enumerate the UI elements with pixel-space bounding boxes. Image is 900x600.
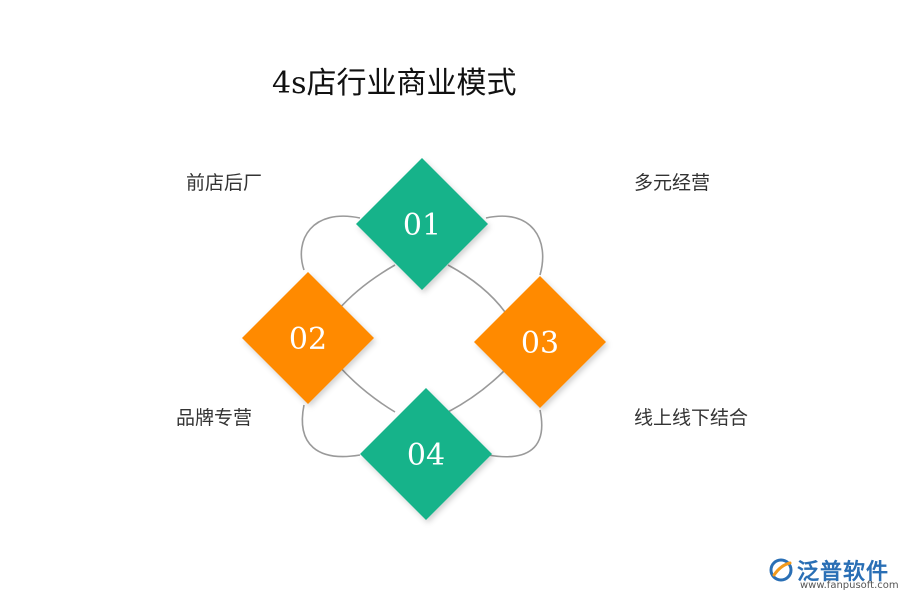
logo-url: www.fanpusoft.com: [800, 580, 899, 591]
node-01: 01: [356, 158, 488, 290]
node-number-02: 02: [289, 322, 327, 357]
node-03: 03: [474, 276, 606, 408]
node-number-01: 01: [403, 208, 441, 243]
inner-arc-02-04: [337, 364, 396, 413]
label-brand-franchise: 品牌专营: [176, 407, 253, 429]
fanpu-logo: 泛普软件: [768, 554, 889, 586]
label-diversified-operation: 多元经营: [634, 172, 711, 194]
fanpu-logo-icon: [769, 558, 793, 582]
inner-arc-03-04: [447, 369, 506, 413]
outer-loop-top-right: [485, 215, 544, 276]
node-number-03: 03: [521, 326, 559, 361]
diamond-02: [242, 272, 374, 404]
diamond-03: [474, 276, 606, 408]
connector-ring: [300, 215, 544, 458]
inner-arc-01-02: [337, 264, 396, 311]
outer-loop-bottom-left: [301, 404, 361, 458]
node-04: 04: [360, 388, 492, 520]
outer-loop-bottom-right: [487, 409, 543, 458]
node-02: 02: [242, 272, 374, 404]
label-online-offline: 线上线下结合: [634, 407, 749, 429]
node-number-04: 04: [407, 438, 445, 473]
page-title: 4s店行业商业模式: [272, 66, 517, 101]
logo-name: 泛普软件: [797, 560, 890, 585]
label-front-store-back-factory: 前店后厂: [186, 172, 263, 194]
diamond-01: [356, 158, 488, 290]
diamond-04: [360, 388, 492, 520]
inner-arc-01-03: [447, 264, 506, 313]
outer-loop-top-left: [300, 215, 361, 271]
